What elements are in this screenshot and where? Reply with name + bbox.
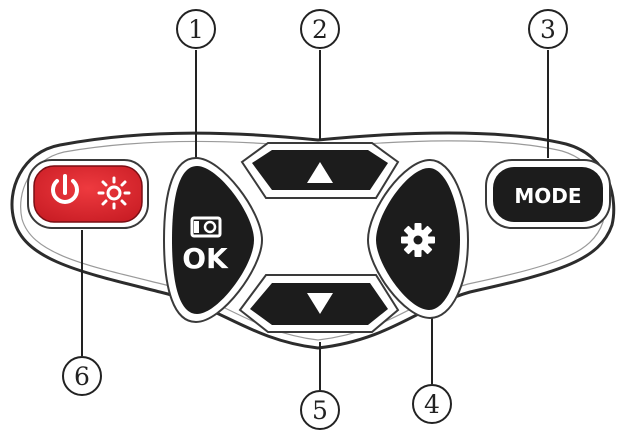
power-light-button[interactable] [27,159,149,229]
arrow-up-icon [307,162,333,183]
callout-2: 2 [300,9,340,49]
panel-outline [10,131,616,350]
callout-1: 1 [176,9,216,49]
settings-button[interactable] [366,158,470,320]
svg-text:1: 1 [188,15,204,44]
up-button[interactable] [240,142,400,199]
callout-5: 5 [300,390,340,430]
svg-text:5: 5 [312,396,328,425]
callout-6: 6 [62,356,102,396]
callout-4: 4 [412,384,452,424]
gear-icon [401,223,435,257]
power-icon [51,174,79,204]
down-button[interactable] [238,274,400,333]
svg-text:6: 6 [74,362,90,391]
svg-text:2: 2 [312,15,328,44]
svg-text:4: 4 [424,390,440,419]
callout-3: 3 [528,9,568,49]
mode-button[interactable]: MODE [485,159,611,229]
brightness-icon [97,176,131,210]
ok-button[interactable]: OK [162,156,264,324]
svg-text:3: 3 [540,15,556,44]
arrow-down-icon [307,293,333,314]
camera-icon [190,216,222,238]
ok-label: OK [182,242,229,275]
mode-label: MODE [514,184,581,208]
